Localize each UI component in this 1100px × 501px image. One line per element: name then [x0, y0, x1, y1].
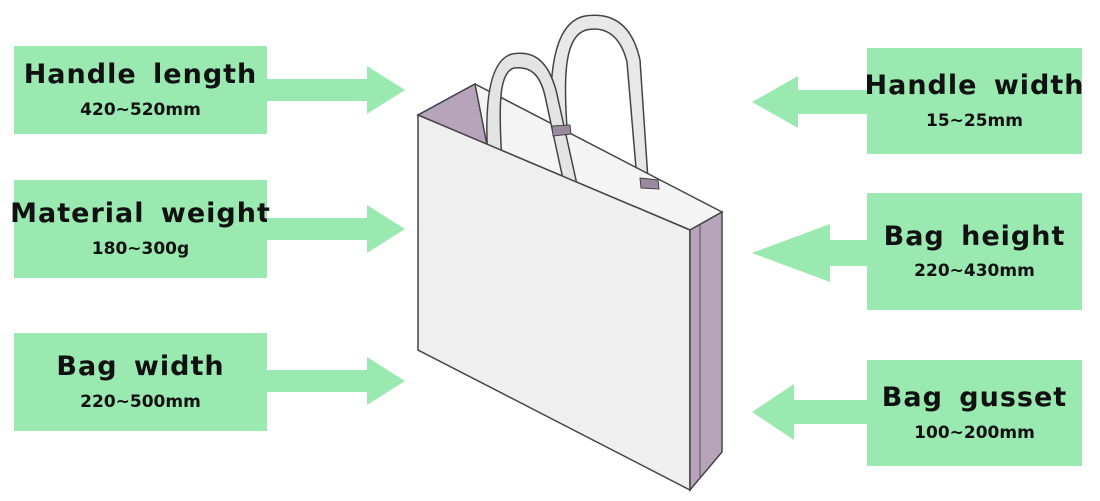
bag-gusset-arrow-icon: [752, 384, 868, 440]
bag-gusset-side: [689, 210, 723, 493]
bag-gusset-label: Bag gusset 100~200mm: [867, 360, 1082, 466]
bag-width-arrow-icon: [267, 357, 405, 405]
bag-height-value: 220~430mm: [914, 261, 1035, 282]
handle-length-arrow-icon: [267, 66, 405, 114]
bag-height-title: Bag height: [883, 220, 1066, 252]
handle-length-title: Handle length: [23, 59, 258, 91]
handle-length-label: Handle length 420~520mm: [14, 46, 267, 134]
material-weight-value: 180~300g: [91, 238, 190, 259]
handle-width-label: Handle width 15~25mm: [864, 48, 1085, 154]
handle-tab-left: [551, 124, 572, 137]
bag-width-value: 220~500mm: [80, 391, 201, 412]
handle-length-value: 420~520mm: [80, 99, 201, 120]
material-weight-title: Material weight: [10, 198, 271, 230]
bag-height-label: Bag height 220~430mm: [867, 193, 1082, 310]
bag-width-label: Bag width 220~500mm: [14, 333, 267, 431]
material-weight-arrow-icon: [267, 205, 405, 253]
material-weight-label: Material weight 180~300g: [10, 180, 270, 278]
handle-width-arrow-icon: [752, 76, 868, 128]
bag-width-title: Bag width: [56, 351, 225, 383]
bag-height-arrow-icon: [752, 224, 868, 282]
handle-width-value: 15~25mm: [926, 110, 1023, 131]
handle-width-title: Handle width: [864, 70, 1085, 102]
bag-gusset-title: Bag gusset: [881, 382, 1068, 414]
bag-gusset-value: 100~200mm: [914, 422, 1035, 443]
handle-tab-right: [639, 177, 660, 190]
